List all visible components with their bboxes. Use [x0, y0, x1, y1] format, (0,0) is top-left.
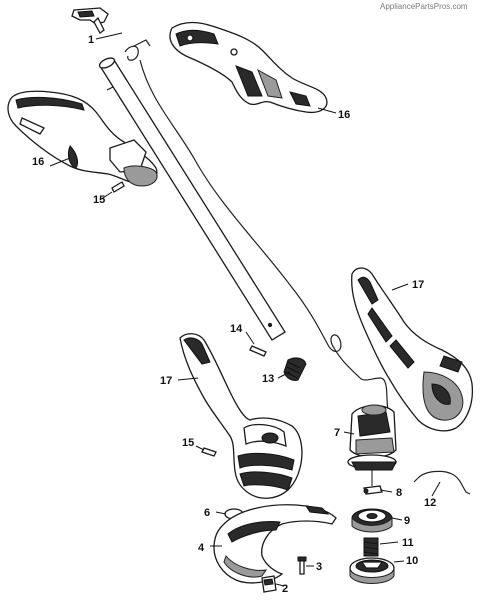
leader-10: [393, 560, 405, 563]
callout-11[interactable]: 11: [402, 537, 414, 549]
callout-1[interactable]: 1: [88, 34, 94, 46]
part-17-housing-right[interactable]: [351, 267, 474, 432]
part-17-housing-left[interactable]: [179, 333, 303, 499]
callout-7[interactable]: 7: [334, 427, 340, 439]
part-16-handle-half-left[interactable]: [7, 90, 158, 187]
part-10-spool-cap[interactable]: [349, 557, 395, 584]
part-7-motor[interactable]: [347, 404, 397, 486]
callout-15-upper[interactable]: 15: [93, 194, 105, 206]
leader-15b: [195, 445, 205, 451]
leader-17a: [177, 377, 199, 381]
part-1-clip[interactable]: [71, 7, 109, 34]
part-9-spool[interactable]: [351, 508, 393, 533]
callout-2[interactable]: 2: [282, 583, 288, 595]
leader-17b: [391, 283, 409, 291]
callout-14[interactable]: 14: [230, 323, 243, 335]
callout-13[interactable]: 13: [262, 373, 274, 385]
watermark-text: AppliancePartsPros.com: [380, 2, 468, 11]
callout-10[interactable]: 10: [406, 555, 418, 567]
power-cord: [139, 59, 389, 411]
leader-14: [245, 331, 255, 345]
part-13-spring[interactable]: [283, 357, 307, 381]
leader-6: [215, 511, 227, 515]
callout-12[interactable]: 12: [424, 497, 436, 509]
callout-17-right[interactable]: 17: [412, 279, 424, 291]
leader-7: [343, 431, 355, 435]
part-14-pin[interactable]: [249, 345, 267, 357]
callout-3[interactable]: 3: [316, 561, 322, 573]
part-15-screw-upper[interactable]: [111, 181, 125, 193]
callout-17-left[interactable]: 17: [160, 375, 172, 387]
leader-1: [95, 32, 123, 40]
callout-4[interactable]: 4: [198, 542, 205, 554]
leader-13: [277, 371, 291, 379]
leader-12: [431, 481, 441, 497]
callout-15-lower[interactable]: 15: [182, 437, 194, 449]
part-3-screw[interactable]: [297, 556, 307, 575]
part-12-wire-bail[interactable]: [413, 470, 471, 495]
part-16-handle-half-right[interactable]: [169, 21, 328, 114]
callout-6[interactable]: 6: [204, 507, 210, 519]
handle-spring: [124, 39, 151, 61]
callout-8[interactable]: 8: [396, 487, 402, 499]
callout-9[interactable]: 9: [404, 515, 410, 527]
leader-16b: [317, 107, 337, 114]
shaft-tube[interactable]: [98, 56, 286, 341]
callout-16-right[interactable]: 16: [338, 109, 350, 121]
part-8-clip[interactable]: [363, 485, 383, 495]
part-11-spring[interactable]: [363, 537, 379, 557]
part-4-guard[interactable]: [213, 504, 337, 584]
callout-16-left[interactable]: 16: [32, 156, 44, 168]
leader-2: [275, 583, 285, 587]
part-2-block[interactable]: [261, 575, 277, 593]
leader-16a: [49, 157, 71, 167]
leader-9: [391, 517, 403, 521]
leader-11: [379, 541, 399, 545]
leader-15a: [99, 191, 113, 201]
part-15-screw-lower[interactable]: [201, 447, 217, 457]
leader-8: [379, 489, 393, 493]
